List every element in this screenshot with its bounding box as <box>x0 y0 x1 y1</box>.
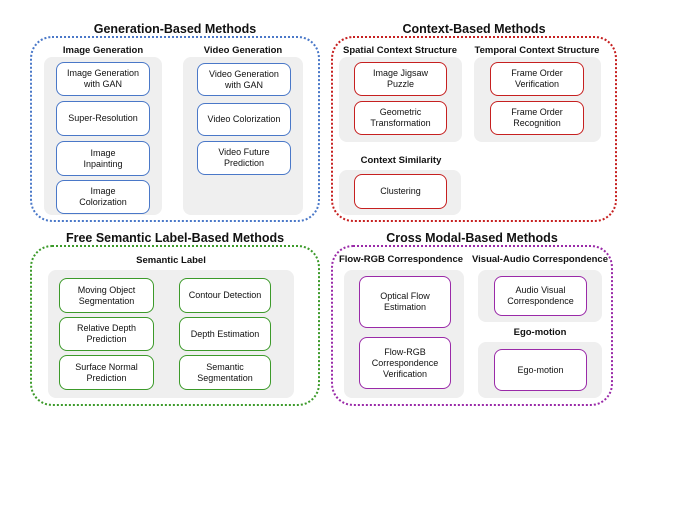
moving-object-segmentation-box: Moving Object Segmentation <box>59 278 154 313</box>
frame-order-recognition-box: Frame Order Recognition <box>490 101 584 135</box>
context-group <box>331 36 617 222</box>
context-title: Context-Based Methods <box>402 22 546 36</box>
semantic-segmentation-box: Semantic Segmentation <box>179 355 271 390</box>
image-generation-heading: Image Generation <box>62 45 144 56</box>
flow-rgb-heading: Flow-RGB Correspondence <box>338 254 464 265</box>
video-colorization-box: Video Colorization <box>197 103 291 136</box>
contour-detection-box: Contour Detection <box>179 278 271 313</box>
optical-flow-estimation-box: Optical Flow Estimation <box>359 276 451 328</box>
visual-audio-heading: Visual-Audio Correspondence <box>471 254 608 265</box>
relative-depth-prediction-box: Relative Depth Prediction <box>59 317 154 351</box>
video-generation-gan-box: Video Generation with GAN <box>197 63 291 96</box>
temporal-context-heading: Temporal Context Structure <box>474 45 600 56</box>
image-inpainting-box: Image Inpainting <box>56 141 150 176</box>
crossmodal-title: Cross Modal-Based Methods <box>386 231 558 245</box>
spatial-context-heading: Spatial Context Structure <box>342 45 458 56</box>
geometric-transformation-box: Geometric Transformation <box>354 101 447 135</box>
super-resolution-box: Super-Resolution <box>56 101 150 136</box>
semantic-title: Free Semantic Label-Based Methods <box>65 231 285 245</box>
flow-rgb-verification-box: Flow-RGB Correspondence Verification <box>359 337 451 389</box>
context-similarity-heading: Context Similarity <box>360 155 442 166</box>
video-generation-heading: Video Generation <box>203 45 283 56</box>
image-jigsaw-puzzle-box: Image Jigsaw Puzzle <box>354 62 447 96</box>
generation-title: Generation-Based Methods <box>93 22 257 36</box>
image-colorization-box: Image Colorization <box>56 180 150 214</box>
crossmodal-group <box>331 245 613 406</box>
semantic-group <box>30 245 320 406</box>
ego-motion-heading: Ego-motion <box>513 327 567 338</box>
video-future-prediction-box: Video Future Prediction <box>197 141 291 175</box>
depth-estimation-box: Depth Estimation <box>179 317 271 351</box>
surface-normal-prediction-box: Surface Normal Prediction <box>59 355 154 390</box>
generation-group <box>30 36 320 222</box>
frame-order-verification-box: Frame Order Verification <box>490 62 584 96</box>
audio-visual-correspondence-box: Audio Visual Correspondence <box>494 276 587 316</box>
semantic-label-heading: Semantic Label <box>136 255 206 266</box>
ego-motion-box: Ego-motion <box>494 349 587 391</box>
clustering-box: Clustering <box>354 174 447 209</box>
image-generation-gan-box: Image Generation with GAN <box>56 62 150 96</box>
